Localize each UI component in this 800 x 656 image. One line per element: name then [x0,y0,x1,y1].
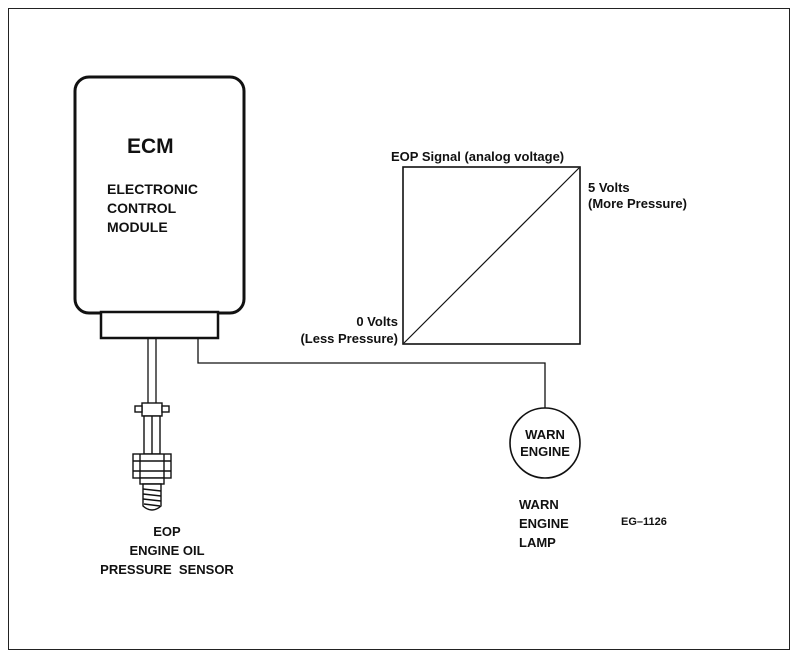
lamp-wire [197,338,546,409]
signal-high-label: 5 Volts (More Pressure) [588,180,687,211]
lamp-face-text: WARN ENGINE [520,427,570,459]
figure-id: EG–1126 [621,516,667,528]
ecm-title: ECM [127,135,174,158]
ecm-subtitle: ELECTRONIC CONTROL MODULE [107,181,198,235]
signal-low-label: 0 Volts (Less Pressure) [300,314,398,346]
diagram-frame [8,8,790,650]
signal-graph-title: EOP Signal (analog voltage) [391,149,565,164]
signal-graph-line [403,167,580,344]
eop-sensor-icon [132,402,172,511]
sensor-caption: EOP ENGINE OIL PRESSURE SENSOR [100,524,234,577]
ecm-connector [99,310,220,340]
lamp-caption: WARN ENGINE LAMP [519,497,569,550]
warn-engine-lamp [509,407,581,479]
